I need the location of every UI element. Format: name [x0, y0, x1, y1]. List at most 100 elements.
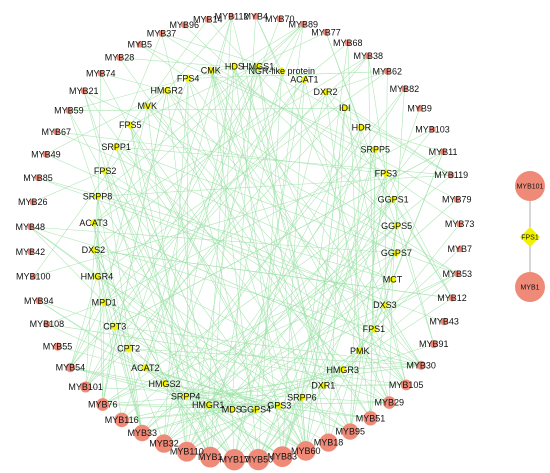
- node-myb70: [276, 15, 283, 23]
- node-myb59: [65, 107, 73, 114]
- label-mds: MDS: [222, 404, 242, 414]
- node-hmgr3: [338, 365, 347, 374]
- node-myb11: [439, 148, 447, 155]
- label-fps1: FPS1: [363, 324, 386, 334]
- label-hmgs1: HMGS1: [242, 62, 274, 72]
- edge-fps3-myb95: [349, 173, 387, 432]
- label-myb95: MYB95: [335, 427, 365, 437]
- node-myb49: [42, 151, 50, 158]
- edge-fps4-myb54: [70, 78, 189, 368]
- edge-hmgr4-myb54: [70, 276, 98, 368]
- node-myb91: [429, 340, 438, 349]
- edge-acat2-myb95: [145, 367, 351, 432]
- node-myb42: [27, 248, 34, 255]
- node-myb51: [363, 411, 378, 426]
- edge-mpd1-myb76: [102, 302, 105, 405]
- edge-hmgs1-myb18: [257, 66, 329, 443]
- edge-mds-myb4: [231, 16, 256, 410]
- edge-fps3-myb83: [282, 173, 387, 457]
- label-myb42: MYB42: [16, 247, 46, 257]
- node-srpp6: [297, 393, 307, 402]
- edge-ggps7-myb21: [83, 90, 397, 254]
- edge-hmgs2-myb116: [121, 383, 165, 421]
- label-myb30: MYB30: [406, 360, 436, 370]
- node-ngr-like-protein: [277, 66, 286, 76]
- edge-cmk-myb18: [210, 70, 329, 443]
- edge-cpt3-myb30: [114, 326, 422, 366]
- edge-hmgr4-myb48: [30, 226, 98, 277]
- label-mvk: MVK: [138, 101, 158, 111]
- edge-srpp4-myb83: [185, 396, 283, 457]
- edge-hmgr1-myb103: [207, 129, 433, 406]
- node-mpd1: [99, 298, 109, 307]
- label-hdr: HDR: [352, 122, 372, 132]
- edge-srpp5-myb5: [139, 44, 376, 150]
- edge-acat3-myb89: [93, 24, 304, 224]
- label-myb116: MYB116: [105, 415, 139, 425]
- label-fps5: FPS5: [119, 120, 142, 130]
- label-srpp8: SRPP8: [83, 191, 113, 201]
- edge-dxs2-myb1: [93, 249, 211, 458]
- node-ggps1: [388, 195, 398, 204]
- label-fps3: FPS3: [375, 169, 398, 179]
- edge-fps3-myb38: [368, 56, 387, 174]
- node-cpt3: [110, 322, 119, 331]
- label-mct: MCT: [383, 275, 403, 285]
- node-myb9: [416, 105, 423, 112]
- edge-srpp5-myb60: [305, 149, 376, 451]
- label-acat2: ACAT2: [131, 363, 159, 373]
- edge-fps4-myb32: [163, 78, 189, 444]
- network-nodes: MYB14MYB112MYB4MYB70MYB89MYB77MYB68MYB38…: [16, 11, 474, 471]
- edge-hmgr4-myb74: [96, 73, 101, 277]
- node-cpt2: [124, 344, 133, 353]
- label-myb5: MYB5: [128, 39, 153, 49]
- node-fps3: [381, 169, 391, 178]
- label-myb62: MYB62: [373, 67, 403, 77]
- edge-dxr2-myb62: [325, 71, 388, 93]
- edge-srpp8-myb101: [85, 196, 98, 388]
- node-myb116: [114, 412, 129, 428]
- edge-gps3-myb32: [163, 405, 280, 444]
- edge-cmk-myb30: [210, 70, 422, 366]
- node-myb62: [384, 68, 391, 75]
- node-myb94: [35, 297, 43, 305]
- node-myb77: [322, 29, 330, 36]
- label-ngr-like-protein: NGR-like protein: [249, 66, 316, 76]
- label-myb94: MYB94: [24, 296, 54, 306]
- edge-srpp4-myb53: [185, 273, 458, 397]
- node-srpp1: [111, 142, 121, 152]
- node-myb76: [96, 398, 110, 411]
- edge-ggps7-myb76: [102, 252, 397, 405]
- edge-idi-myb119: [344, 107, 452, 176]
- edge-cmk-myb79: [210, 70, 457, 200]
- edge-hmgr2-myb74: [100, 73, 167, 91]
- label-fps4: FPS4: [177, 74, 200, 84]
- node-myb53: [454, 270, 461, 277]
- node-pmk: [355, 346, 364, 355]
- node-myb110: [176, 441, 197, 462]
- edge-ngr-like-protein-myb28: [119, 57, 282, 72]
- edge-cpt3-myb76: [102, 326, 115, 405]
- label-acat1: ACAT1: [290, 75, 318, 85]
- label-ggps1: GGPS1: [378, 194, 409, 204]
- edge-hmgr1-myb53: [208, 273, 458, 406]
- edge-acat3-myb30: [93, 222, 422, 366]
- node-myb60: [296, 441, 316, 461]
- edge-fps1-myb7: [373, 248, 460, 330]
- node-dxs2: [89, 245, 98, 255]
- node-myb105: [400, 379, 412, 391]
- edge-ggps5-myb96: [184, 24, 397, 227]
- node-acat2: [141, 363, 150, 372]
- node-myb101: [80, 381, 92, 393]
- node-hmgr4: [92, 272, 102, 281]
- edge-ngr-like-protein-myb1: [210, 71, 283, 458]
- edge-mpd1-myb29: [104, 302, 390, 403]
- edge-hmgr1-myb29: [208, 402, 390, 406]
- edge-cpt3-myb18: [114, 326, 329, 443]
- edge-dxr2-myb51: [325, 92, 371, 419]
- edge-pmk-myb68: [347, 42, 360, 351]
- label-myb53: MYB53: [442, 269, 472, 279]
- node-hmgr2: [162, 86, 171, 95]
- edge-hmgr2-myb49: [45, 90, 167, 155]
- label-fps2: FPS2: [94, 166, 117, 176]
